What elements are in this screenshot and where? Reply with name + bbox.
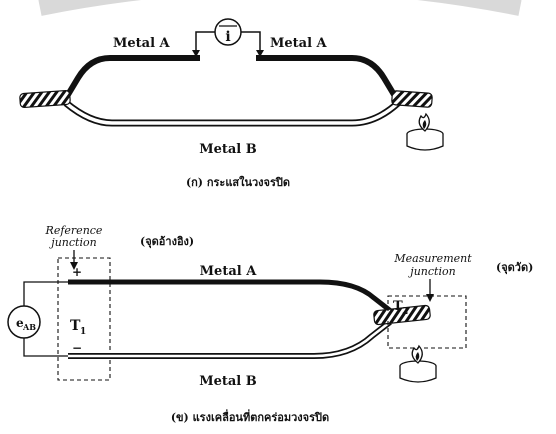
bottom-burner-icon <box>399 344 437 383</box>
t1-subscript: 1 <box>80 327 86 337</box>
plus-sign: + <box>72 265 82 279</box>
emf-lead-bottom <box>23 338 68 357</box>
t2-subscript: 2 <box>402 307 408 317</box>
bottom-caption: (ข) แรงเคลื่อนที่ตกคร่อมวงจรปิด <box>171 409 329 424</box>
emf-lead-top <box>23 281 68 306</box>
t1-label: T <box>70 318 81 334</box>
emf-symbol: e <box>16 316 24 330</box>
top-metal-a-left-label: Metal A <box>113 36 171 51</box>
top-junction-left <box>19 89 71 109</box>
measurement-label-line1: Measurement <box>393 252 472 265</box>
top-metal-b-wire <box>63 100 401 127</box>
top-burner-icon <box>406 112 444 151</box>
top-metal-a-left-wire <box>63 55 200 100</box>
top-diagram: i Metal A Metal A Metal B (ก) กระแสในวงจ… <box>19 18 444 189</box>
bottom-metal-a-label: Metal A <box>200 264 258 279</box>
meter-lead-left <box>195 31 215 54</box>
bottom-metal-a-wire <box>68 279 394 314</box>
top-metal-a-right-label: Metal A <box>270 36 328 51</box>
meter-lead-right-arrow <box>256 50 264 57</box>
reference-label-line1: Reference <box>45 224 103 237</box>
ammeter-symbol: i <box>225 29 230 45</box>
bottom-diagram: Reference junction (จุดอ้างอิง) e AB Mea… <box>7 224 533 424</box>
watermark-arc <box>38 0 522 16</box>
reference-label-line2: junction <box>48 236 96 249</box>
meter-lead-left-arrow <box>192 50 200 57</box>
emf-subscript: AB <box>22 322 36 332</box>
measurement-thai-label: (จุดวัด) <box>496 261 533 275</box>
measurement-label-line2: junction <box>407 265 455 278</box>
reference-thai-label: (จุดอ้างอิง) <box>140 235 194 249</box>
t2-label: T <box>393 299 403 314</box>
top-caption: (ก) กระแสในวงจรปิด <box>186 175 290 189</box>
bottom-metal-b-wire <box>68 319 392 359</box>
bottom-metal-b-label: Metal B <box>199 374 257 389</box>
top-junction-right <box>391 90 433 108</box>
reference-junction-box <box>57 257 111 381</box>
measurement-pointer-arrow <box>426 294 434 302</box>
meter-lead-right <box>241 31 261 54</box>
top-metal-a-right-wire <box>256 55 399 100</box>
minus-sign: − <box>72 341 82 355</box>
reference-pointer-arrow <box>70 262 78 270</box>
top-metal-b-label: Metal B <box>199 142 257 157</box>
